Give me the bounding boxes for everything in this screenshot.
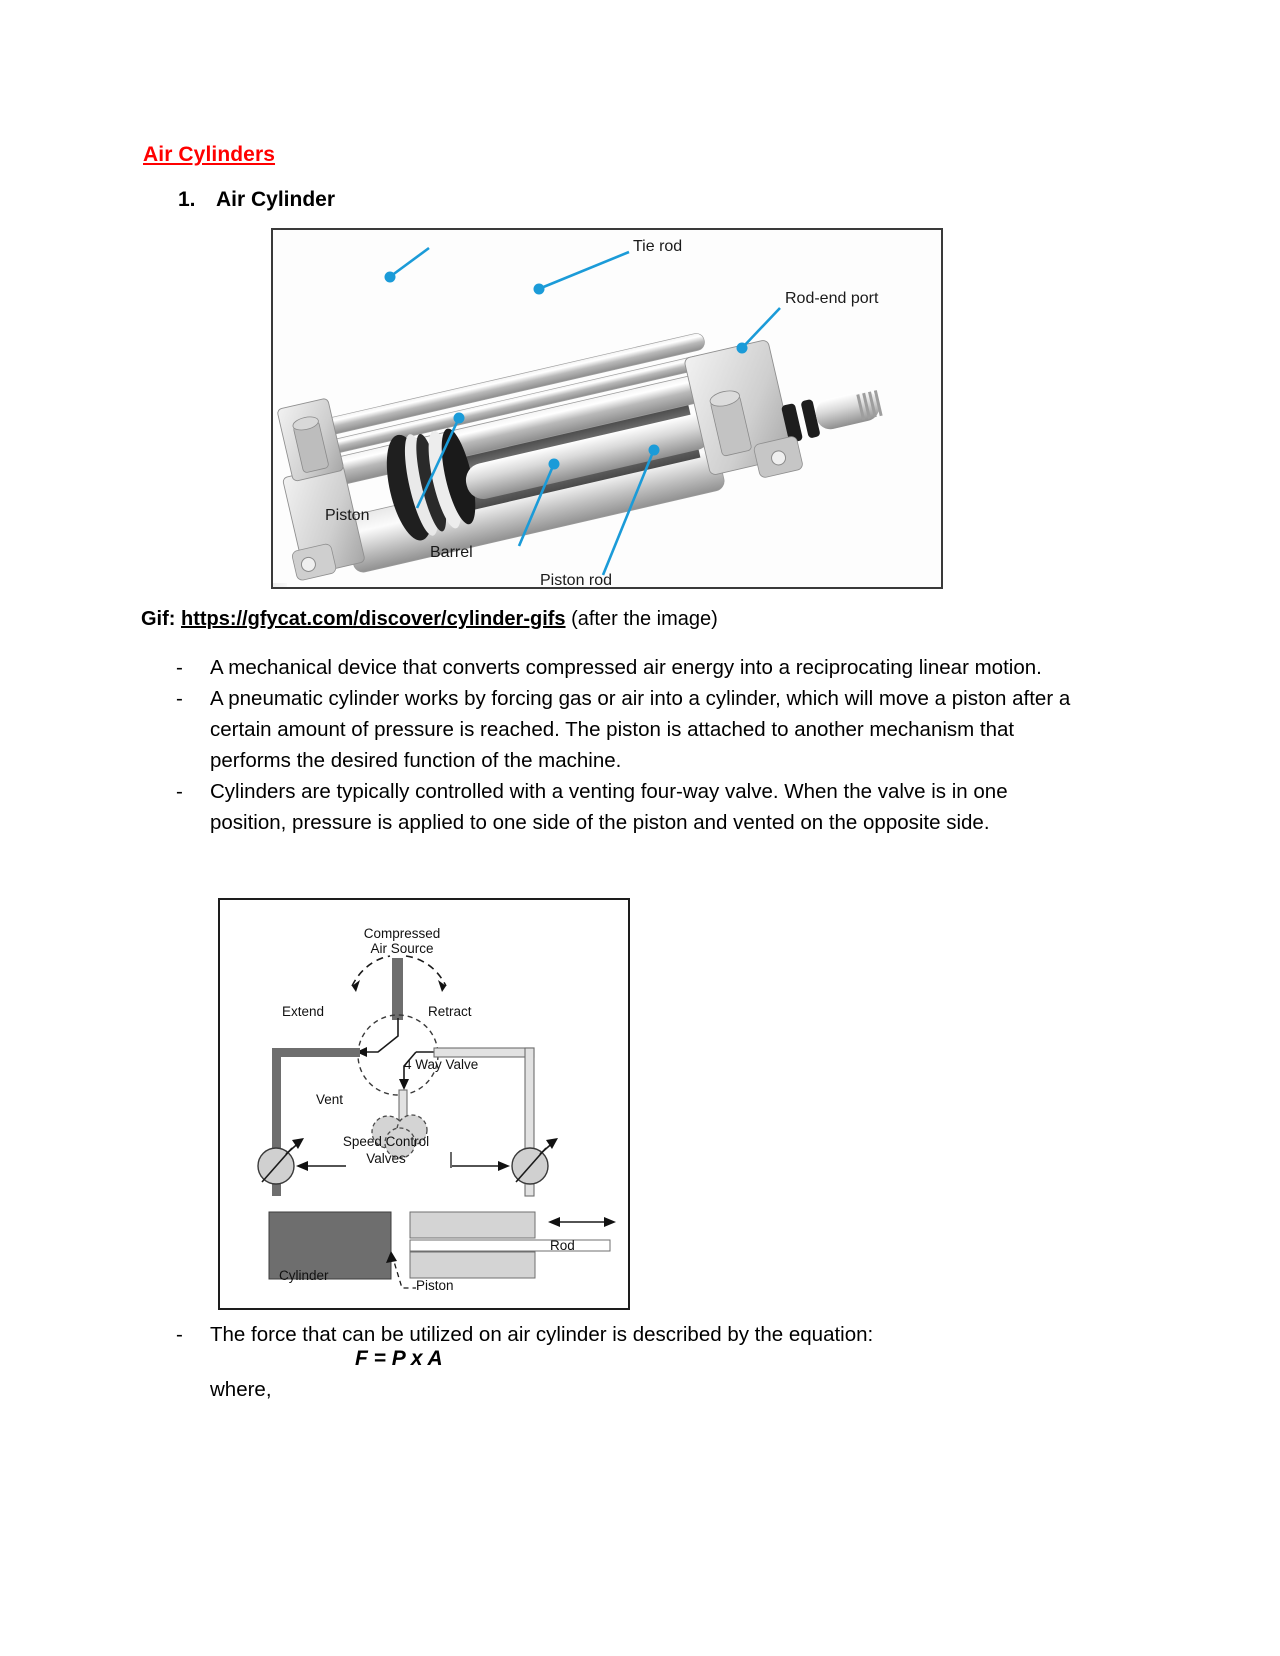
list-item: - The force that can be utilized on air … <box>176 1319 1076 1350</box>
compressed-line-1: Compressed <box>363 926 441 941</box>
schematic-label-vent: Vent <box>316 1092 344 1107</box>
bullet-marker: - <box>176 687 183 710</box>
figure1-label-piston-rod: Piston rod <box>540 572 613 589</box>
section-number: 1. <box>178 188 196 211</box>
schematic-label-four-way-valve: 4 Way Valve <box>404 1057 479 1072</box>
section-heading-text: Air Cylinder <box>216 188 336 211</box>
schematic-label-retract: Retract <box>428 1004 472 1019</box>
figure1-label-rod-end-port: Rod-end port <box>785 290 879 307</box>
figure-four-way-valve-schematic: Compressed Air Source Extend Retract 4 W… <box>218 898 630 1310</box>
bullet-text: A mechanical device that converts compre… <box>210 656 1042 679</box>
list-item: - A pneumatic cylinder works by forcing … <box>176 683 1076 776</box>
bullet-text: Cylinders are typically controlled with … <box>210 780 1008 834</box>
figure1-label-piston: Piston <box>325 507 370 524</box>
bullet-list: - A mechanical device that converts comp… <box>176 652 1076 838</box>
compressed-line-2: Air Source <box>370 941 434 956</box>
gif-url-link[interactable]: https://gfycat.com/discover/cylinder-gif… <box>181 608 566 630</box>
air-cylinder-illustration <box>273 230 937 583</box>
force-equation: F = P x A <box>355 1347 443 1370</box>
schematic-label-extend: Extend <box>282 1004 325 1019</box>
bullet-list-force: - The force that can be utilized on air … <box>176 1319 1076 1350</box>
schematic-label-cylinder: Cylinder <box>279 1268 329 1283</box>
schematic-illustration <box>220 900 624 1304</box>
bullet-text: The force that can be utilized on air cy… <box>210 1323 874 1346</box>
bullet-marker: - <box>176 1323 183 1346</box>
where-label: where, <box>210 1378 272 1401</box>
bullet-text: A pneumatic cylinder works by forcing ga… <box>210 687 1071 772</box>
page-title: Air Cylinders <box>143 143 276 166</box>
schematic-label-rod: Rod <box>550 1238 575 1253</box>
schematic-label-compressed-air-source: Compressed Air Source <box>332 926 472 956</box>
figure1-label-tie-rod: Tie rod <box>633 238 683 255</box>
bullet-marker: - <box>176 780 183 803</box>
gif-link-line: Gif: https://gfycat.com/discover/cylinde… <box>141 608 718 631</box>
list-item: - Cylinders are typically controlled wit… <box>176 776 1076 838</box>
schematic-label-piston: Piston <box>416 1278 454 1293</box>
figure-air-cylinder: Tie rod Rod-end port Piston Barrel Pisto… <box>271 228 943 589</box>
figure1-label-barrel: Barrel <box>430 544 473 561</box>
gif-note: (after the image) <box>565 608 718 630</box>
schematic-label-valves: Valves <box>366 1151 406 1166</box>
schematic-label-speed-control: Speed Control <box>342 1134 430 1149</box>
bullet-marker: - <box>176 656 183 679</box>
section-heading: 1. Air Cylinder <box>178 188 335 212</box>
gif-label: Gif: <box>141 608 176 630</box>
list-item: - A mechanical device that converts comp… <box>176 652 1076 683</box>
